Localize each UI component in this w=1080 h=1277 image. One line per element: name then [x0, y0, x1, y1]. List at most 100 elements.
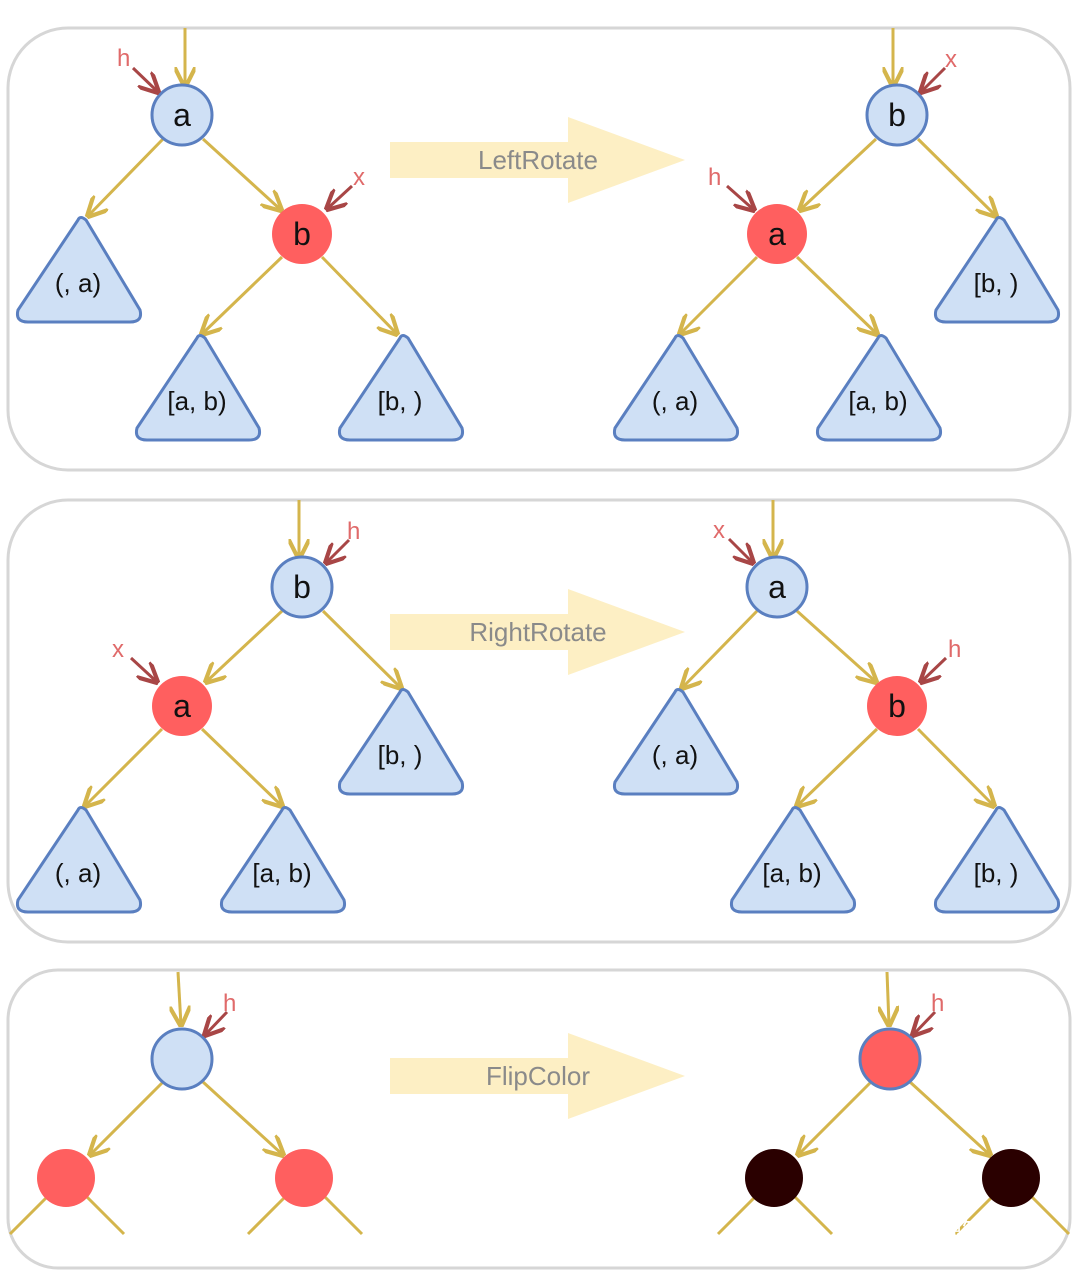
subtree-label: (, a) — [652, 386, 698, 416]
tree-edge — [792, 1194, 834, 1236]
pointer-arrow — [131, 66, 158, 92]
subtree-triangle — [613, 334, 739, 442]
pointer-arrow — [726, 184, 754, 210]
tree-edge — [322, 1194, 364, 1236]
subtree-triangle — [220, 806, 346, 914]
tree-edge — [953, 1194, 995, 1236]
operation-label: LeftRotate — [478, 145, 598, 175]
tree-edge — [88, 137, 165, 216]
tree-edge — [320, 255, 397, 334]
subtree-label: [b, ) — [378, 740, 423, 770]
subtree-triangle — [934, 216, 1060, 324]
red-node — [275, 1149, 333, 1207]
dark-node — [982, 1149, 1040, 1207]
pointer-label: h — [931, 990, 944, 1017]
red-node — [858, 1027, 922, 1091]
tree-edge — [201, 1080, 283, 1155]
tree-edge — [680, 255, 759, 334]
tree-edge — [797, 727, 879, 806]
tree-edge — [800, 137, 878, 210]
black-node — [270, 555, 334, 619]
pointer-arrow — [921, 66, 947, 92]
subtree-triangle — [338, 688, 464, 796]
black-node — [150, 83, 214, 147]
pointer-arrow — [129, 656, 157, 682]
subtree-triangle — [816, 334, 942, 442]
pointer-arrow — [205, 1010, 229, 1035]
pointer-label: h — [223, 990, 236, 1017]
node-label: b — [293, 216, 311, 252]
tree-edge — [682, 609, 759, 688]
black-node — [150, 1027, 214, 1091]
pointer-label: x — [112, 636, 124, 663]
red-node — [747, 204, 807, 264]
subtree-triangle — [338, 334, 464, 442]
subtree-triangle — [934, 806, 1060, 914]
subtree-label: [a, b) — [252, 858, 311, 888]
tree-edge — [908, 1080, 990, 1155]
black-node — [745, 555, 809, 619]
subtree-label: (, a) — [55, 858, 101, 888]
tree-edge — [90, 1080, 165, 1155]
subtree-triangle — [135, 334, 261, 442]
subtree-label: [a, b) — [762, 858, 821, 888]
pointer-label: x — [353, 164, 365, 191]
pointer-label: h — [347, 518, 360, 545]
tree-edge — [202, 255, 284, 334]
operation-label: FlipColor — [486, 1061, 590, 1091]
tree-edge — [8, 1194, 50, 1236]
tree-edge — [1029, 1194, 1071, 1236]
tree-edge — [201, 137, 281, 210]
subtree-triangle — [613, 688, 739, 796]
pointer-label: h — [948, 636, 961, 663]
subtree-label: [b, ) — [378, 386, 423, 416]
subtree-label: (, a) — [652, 740, 698, 770]
panel-border — [6, 26, 1072, 472]
pointer-label: x — [713, 517, 725, 544]
panel-border — [6, 968, 1072, 1270]
node-label: b — [888, 688, 906, 724]
tree-edge — [795, 609, 876, 682]
subtree-label: (, a) — [55, 268, 101, 298]
tree-edge — [795, 255, 877, 334]
node-label: b — [293, 569, 311, 605]
parent-link — [178, 971, 181, 1025]
node-label: a — [768, 569, 786, 605]
subtree-triangle — [16, 216, 142, 324]
subtree-label: [b, ) — [974, 858, 1019, 888]
pointer-arrow — [921, 656, 948, 682]
tree-edge — [85, 727, 164, 806]
pointer-label: h — [708, 164, 721, 191]
panel-right-rotate: RightRotate b a [b, ) (, a) [a, b) h x — [6, 498, 1072, 944]
node-label: b — [888, 97, 906, 133]
tree-edge — [200, 727, 282, 806]
subtree-label: [a, b) — [167, 386, 226, 416]
subtree-triangle — [16, 806, 142, 914]
node-label: a — [768, 216, 786, 252]
operation-label: RightRotate — [469, 617, 606, 647]
operation-arrow: LeftRotate — [390, 117, 685, 203]
tree-after: b a [b, ) (, a) [a, b) x h — [613, 28, 1060, 442]
tree-edge — [321, 609, 401, 688]
tree-before: b a [b, ) (, a) [a, b) h x — [16, 500, 464, 914]
red-node — [867, 676, 927, 736]
dark-node — [745, 1149, 803, 1207]
subtree-label: [a, b) — [848, 386, 907, 416]
watermark-text: 源知源为 — [938, 1216, 1034, 1244]
wechat-icon — [884, 1210, 931, 1245]
operation-arrow: FlipColor — [390, 1033, 685, 1119]
black-node — [865, 83, 929, 147]
pointer-label: x — [945, 46, 957, 73]
pointer-arrow — [913, 1010, 937, 1035]
panel-left-rotate: LeftRotate a b (, a) [a, b) [b, ) h x — [6, 26, 1072, 472]
tree-after: h — [716, 971, 1071, 1236]
tree-edge — [916, 727, 994, 806]
tree-before: h — [8, 971, 364, 1236]
red-node — [152, 676, 212, 736]
tree-before: a b (, a) [a, b) [b, ) h x — [16, 28, 464, 442]
subtree-triangle — [730, 806, 856, 914]
pointer-arrow — [326, 538, 351, 563]
tree-edge — [716, 1194, 758, 1236]
tree-edge — [246, 1194, 288, 1236]
